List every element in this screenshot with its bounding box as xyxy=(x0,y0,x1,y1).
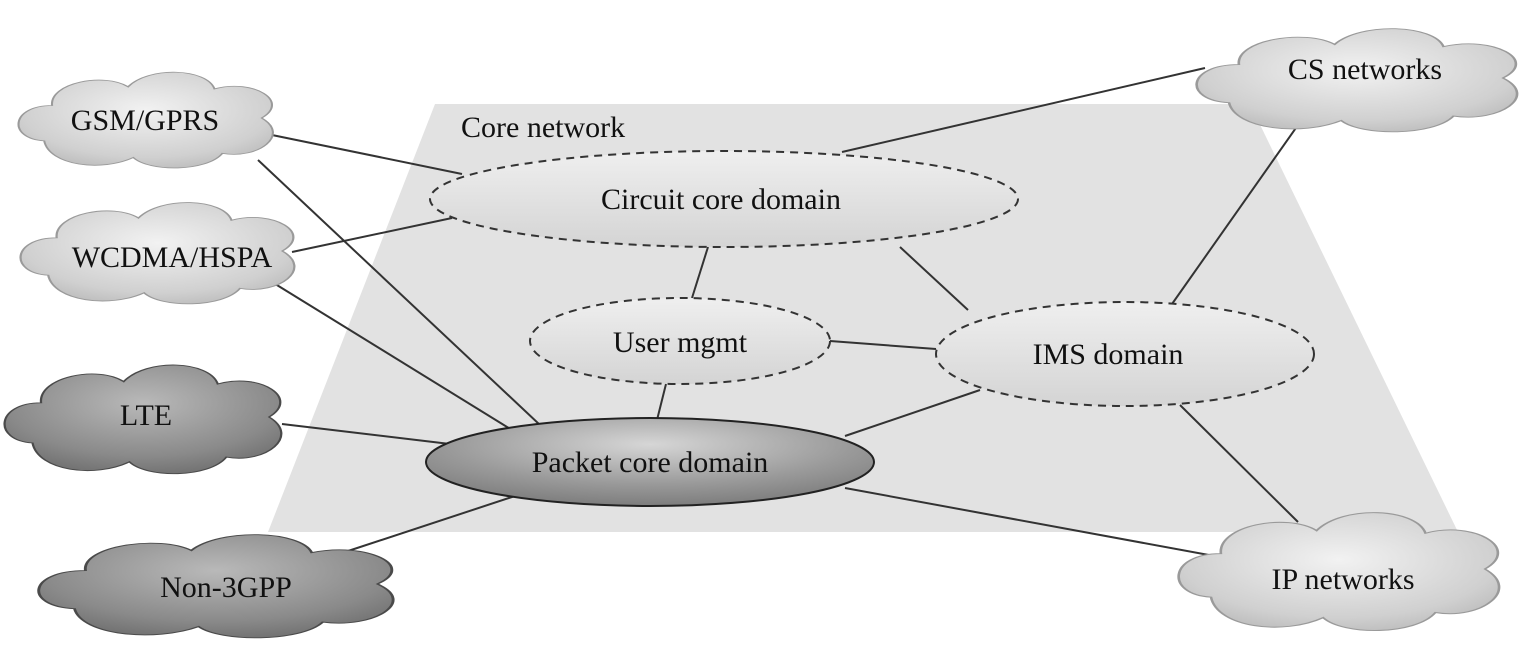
ims-domain: IMS domain xyxy=(935,301,1315,407)
wcdma-hspa-label: WCDMA/HSPA xyxy=(72,241,273,274)
ip-networks-cloud: IP networks xyxy=(1179,513,1499,631)
packet-core-domain: Packet core domain xyxy=(425,417,875,507)
wcdma-hspa-cloud: WCDMA/HSPA xyxy=(21,203,295,304)
cs-networks-cloud: CS networks xyxy=(1197,29,1517,132)
link-lte-packet xyxy=(281,423,451,445)
user-mgmt-label: User mgmt xyxy=(613,326,748,359)
link-circuit-ims xyxy=(899,246,969,311)
link-circuit-csnetworks xyxy=(841,67,1206,153)
ip-networks-label: IP networks xyxy=(1271,563,1414,596)
link-packet-ipnetworks xyxy=(844,487,1237,561)
packet-core-domain-label: Packet core domain xyxy=(532,446,769,479)
non-3gpp-label: Non-3GPP xyxy=(160,571,292,604)
lte-label: LTE xyxy=(120,399,172,432)
link-non3gpp-packet xyxy=(344,495,516,553)
link-wcdma-circuit xyxy=(291,217,453,253)
gsm-gprs-cloud: GSM/GPRS xyxy=(19,72,273,168)
non-3gpp-cloud: Non-3GPP xyxy=(39,535,393,638)
link-wcdma-packet xyxy=(271,281,513,431)
cs-networks-label: CS networks xyxy=(1288,53,1442,86)
lte-cloud: LTE xyxy=(5,365,282,474)
link-ims-csnetworks xyxy=(1171,124,1299,305)
link-gsm-packet xyxy=(257,159,541,426)
core-network-label: Core network xyxy=(461,111,625,144)
connection-lines xyxy=(257,67,1299,561)
link-ims-ipnetworks xyxy=(1179,404,1299,523)
user-mgmt-domain: User mgmt xyxy=(529,297,831,385)
circuit-core-domain: Circuit core domain xyxy=(429,150,1019,248)
gsm-gprs-label: GSM/GPRS xyxy=(71,104,219,137)
link-gsm-circuit xyxy=(271,134,463,175)
circuit-core-domain-label: Circuit core domain xyxy=(601,183,841,216)
link-ims-packet xyxy=(844,389,981,437)
ims-domain-label: IMS domain xyxy=(1033,338,1184,371)
link-usermgmt-packet xyxy=(656,383,667,421)
link-usermgmt-ims xyxy=(829,340,937,350)
link-circuit-usermgmt xyxy=(691,246,709,299)
